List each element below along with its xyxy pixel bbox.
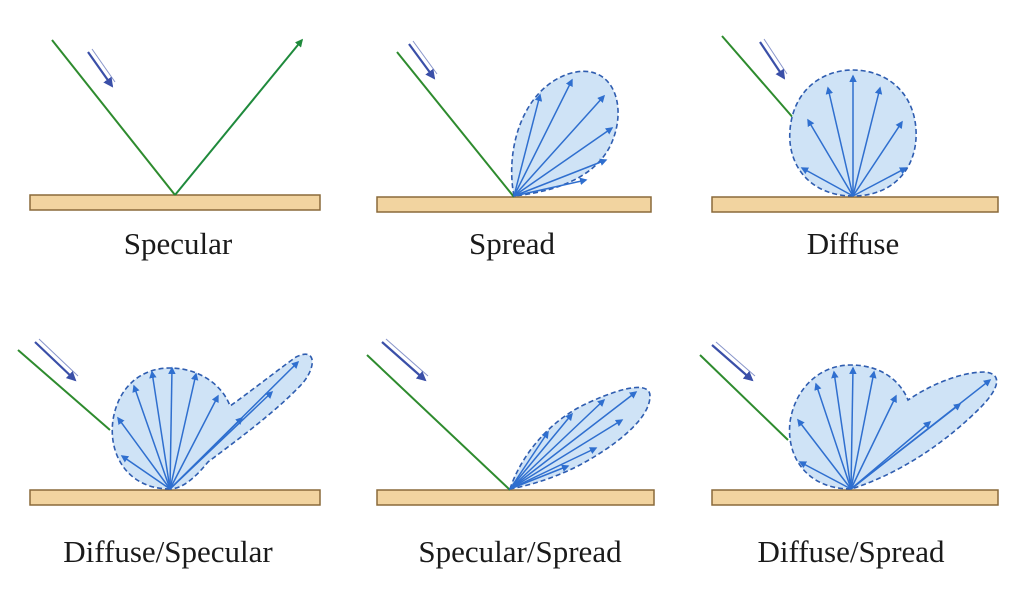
reflected-ray-arrow [825, 86, 854, 197]
reflected-ray-arrow [168, 366, 176, 490]
incident-direction-arrow [759, 38, 788, 80]
incident-ray [721, 35, 796, 121]
incident-direction-arrow [34, 338, 79, 382]
incident-ray [366, 354, 511, 491]
reflected-ray-arrow [831, 370, 852, 490]
reflected-ray-arrow [814, 382, 852, 490]
incident-arrow-shaft [381, 341, 427, 382]
surface-plate [29, 489, 321, 506]
panel-label-spread: Spread [468, 226, 556, 261]
reflected-ray-arrow [509, 412, 573, 490]
reflected-ray-arrow [852, 120, 903, 197]
panel-specular_spread [366, 338, 655, 506]
reflected-ray-arrow [513, 177, 588, 197]
reflection-lobe [510, 70, 619, 197]
reflected-ray-arrow [849, 366, 857, 490]
incident-direction-arrow [87, 48, 116, 88]
reflected-ray-arrow [850, 370, 877, 490]
reflected-ray-arrow [509, 447, 598, 490]
reflected-ray-arrow [513, 158, 608, 197]
panel-specular [29, 38, 321, 211]
surface-plate [376, 196, 652, 213]
surface-plate [29, 194, 321, 211]
reflected-ray-arrow [149, 370, 171, 490]
reflected-ray-arrow [513, 94, 606, 197]
incident-arrow-shaft [408, 43, 436, 80]
surface-plate [711, 196, 999, 213]
incident-direction-arrow [711, 341, 756, 382]
panel-label-specular: Specular [123, 226, 233, 261]
surface-plate [376, 489, 655, 506]
incident-arrow-shaft [759, 41, 786, 80]
reflected-ray-arrow [513, 127, 614, 197]
incident-direction-arrow [408, 40, 438, 80]
panel-label-specular-spread: Specular/Spread [418, 534, 622, 569]
incident-arrow-edge [91, 48, 116, 83]
incident-arrow-edge [38, 338, 79, 377]
reflected-ray-arrow [169, 394, 219, 490]
panel-diffuse_specular [17, 338, 321, 506]
reflected-ray-arrow [850, 394, 897, 490]
incident-ray [17, 349, 111, 431]
reflected-ray-arrow [513, 93, 543, 197]
reflected-ray-arrow [513, 78, 573, 197]
incident-arrow-shaft [34, 341, 77, 382]
reflected-ray-arrow [800, 167, 854, 197]
incident-arrow-edge [385, 338, 429, 377]
reflected-ray-arrow [852, 86, 883, 197]
reflected-ray-arrow [807, 118, 854, 197]
panel-label-diffuse-spread: Diffuse/Spread [757, 534, 945, 569]
reflected-ray-arrow [852, 167, 908, 197]
incident-ray [396, 51, 515, 198]
reflected-ray-arrow [509, 398, 606, 490]
incident-arrow-edge [763, 38, 788, 75]
panel-label-diffuse-specular: Diffuse/Specular [63, 534, 273, 569]
incident-arrow-edge [412, 40, 438, 75]
reflection-lobe [788, 364, 998, 490]
incident-direction-arrow [381, 338, 429, 382]
incident-arrow-edge [715, 341, 756, 377]
incident-ray [51, 39, 176, 196]
reflected-ray-arrow [132, 384, 171, 490]
reflected-ray-arrow [797, 418, 852, 490]
reflected-ray-arrow [117, 416, 171, 490]
surface-plate [711, 489, 999, 506]
incident-arrow-shaft [711, 344, 754, 382]
reflected-ray-arrow [850, 379, 992, 490]
specular-reflected-ray [174, 38, 304, 196]
reflected-ray-arrow [509, 430, 549, 490]
panel-diffuse_spread [699, 341, 999, 506]
reflection-lobe [111, 353, 313, 490]
reflected-ray-arrow [509, 419, 624, 490]
panel-label-diffuse: Diffuse [806, 226, 900, 261]
reflected-ray-arrow [509, 464, 570, 490]
panel-spread [376, 40, 652, 213]
reflected-ray-arrow [120, 455, 171, 490]
incident-ray [699, 354, 789, 441]
reflected-ray-arrow [509, 391, 638, 490]
panel-diffuse [711, 35, 999, 213]
incident-arrow-shaft [87, 51, 114, 88]
reflected-ray-arrow [798, 461, 852, 490]
reflected-ray-arrow [169, 372, 199, 490]
reflected-ray-arrow [169, 360, 300, 490]
